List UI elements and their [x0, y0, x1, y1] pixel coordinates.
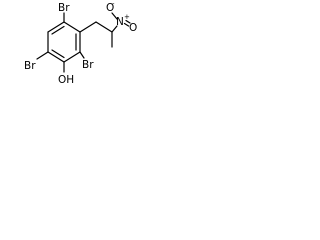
bond-ch2-to-ch	[95, 21, 113, 33]
br-left-label: Br	[24, 60, 36, 72]
ring-bond-bottom-right	[63, 51, 81, 63]
br-right-label: Br	[82, 59, 94, 71]
hydroxyl-label: OH	[58, 74, 74, 86]
ring-double-bond-bottom-left	[51, 49, 65, 59]
bond-ring-to-ch2	[79, 21, 97, 33]
ring-bond-top-left	[47, 21, 65, 33]
bond-n-to-o-double-a	[125, 19, 131, 24]
nitro-n-charge: +	[124, 13, 130, 21]
bond-n-to-o-top	[111, 12, 118, 20]
nitro-n-label: N	[116, 16, 124, 28]
nitro-o-double-label: O	[129, 22, 137, 34]
nitro-o-top-charge: -	[112, 0, 115, 8]
bond-to-br-left	[36, 51, 49, 60]
bond-ch-to-nitro-n	[111, 25, 118, 33]
ring-double-bond-upper-left	[51, 25, 65, 35]
bond-n-to-o-double-b	[123, 22, 130, 27]
br-top-label: Br	[58, 2, 70, 14]
bond-to-br-right	[79, 51, 85, 59]
molecule-structure-drawing: Br Br Br OH N + O - O	[24, 0, 137, 86]
ring-bond-bottom-left	[47, 51, 65, 63]
nitro-o-top-label: O	[106, 2, 114, 14]
ring-bond-top-right	[63, 21, 81, 33]
